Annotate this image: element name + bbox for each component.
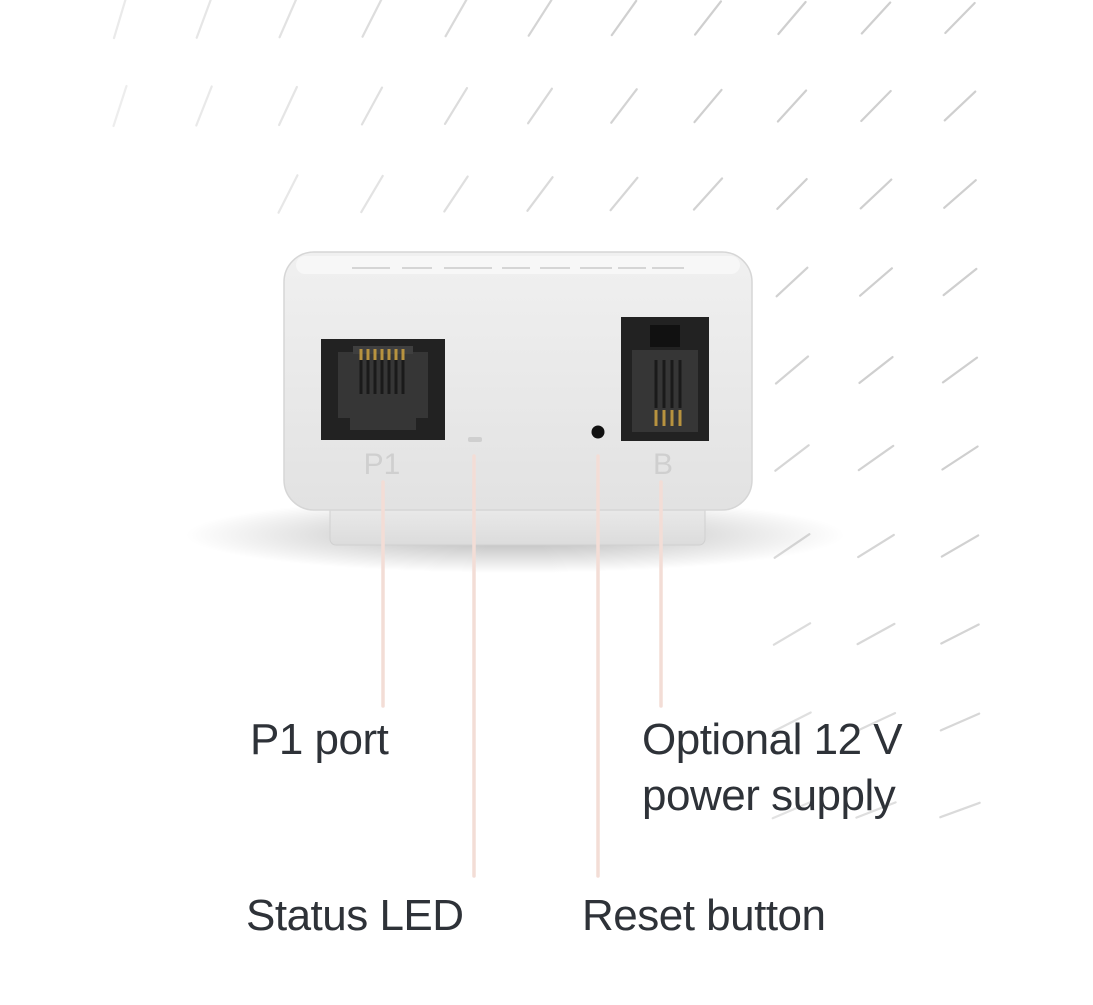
background-dash bbox=[856, 622, 896, 646]
background-dash bbox=[774, 444, 810, 472]
power-supply-label-line1: Optional 12 V bbox=[642, 715, 903, 764]
background-dash bbox=[360, 86, 384, 126]
background-dash bbox=[444, 0, 468, 38]
p1-port-marking: P1 bbox=[364, 448, 401, 481]
power-supply-label: Optional 12 V power supply bbox=[642, 712, 903, 824]
background-dash-pattern bbox=[112, 0, 981, 820]
status-led bbox=[468, 437, 482, 442]
background-dash bbox=[776, 178, 808, 210]
background-dash bbox=[278, 0, 298, 39]
background-dash bbox=[609, 176, 639, 212]
background-dash bbox=[443, 86, 469, 126]
background-dash bbox=[526, 87, 554, 125]
background-dash bbox=[857, 444, 895, 472]
background-dash bbox=[940, 534, 980, 558]
background-dash bbox=[277, 174, 299, 214]
power-port-marking: B bbox=[653, 448, 673, 481]
background-dash bbox=[855, 711, 897, 733]
background-dash bbox=[941, 356, 979, 384]
device-top-bevel bbox=[296, 256, 740, 274]
background-dash bbox=[774, 355, 810, 385]
background-dash bbox=[858, 356, 894, 384]
background-dash bbox=[195, 85, 213, 127]
background-dash bbox=[112, 84, 128, 128]
background-dash bbox=[527, 0, 553, 37]
background-dash bbox=[772, 711, 812, 733]
status-led-label: Status LED bbox=[246, 891, 464, 940]
background-dash bbox=[771, 800, 813, 820]
background-dash bbox=[526, 176, 554, 212]
background-dash bbox=[940, 623, 980, 645]
background-dash bbox=[360, 174, 384, 214]
background-dash bbox=[112, 0, 127, 40]
reset-button-label: Reset button bbox=[582, 891, 826, 940]
background-dash bbox=[855, 801, 897, 819]
background-dash bbox=[939, 801, 981, 819]
background-dash bbox=[777, 0, 807, 36]
background-dash bbox=[195, 0, 212, 39]
background-dash bbox=[775, 266, 809, 298]
reset-button-hole bbox=[591, 425, 605, 439]
background-dash bbox=[610, 0, 638, 37]
background-dash bbox=[943, 179, 977, 209]
p1-port-label: P1 port bbox=[250, 715, 389, 764]
device-body bbox=[283, 251, 753, 511]
background-dash bbox=[942, 267, 978, 297]
background-dash bbox=[860, 1, 892, 35]
background-dash bbox=[278, 85, 298, 127]
background-dash bbox=[692, 177, 724, 211]
background-dash bbox=[859, 178, 893, 210]
power-port-socket bbox=[621, 317, 709, 441]
background-dash bbox=[443, 175, 469, 213]
background-dash bbox=[858, 267, 894, 297]
background-dash bbox=[944, 1, 976, 35]
background-dash bbox=[693, 0, 723, 36]
background-dash bbox=[361, 0, 383, 38]
background-dash bbox=[857, 533, 895, 559]
background-dash bbox=[776, 89, 808, 123]
background-dash bbox=[941, 445, 979, 471]
background-dash bbox=[860, 89, 892, 123]
p1-port-socket bbox=[321, 339, 445, 440]
background-dash bbox=[939, 712, 981, 732]
background-dash bbox=[693, 88, 723, 124]
background-dash bbox=[943, 90, 977, 122]
background-dash bbox=[610, 88, 638, 124]
power-supply-label-line2: power supply bbox=[642, 771, 896, 820]
background-dash bbox=[772, 622, 812, 646]
